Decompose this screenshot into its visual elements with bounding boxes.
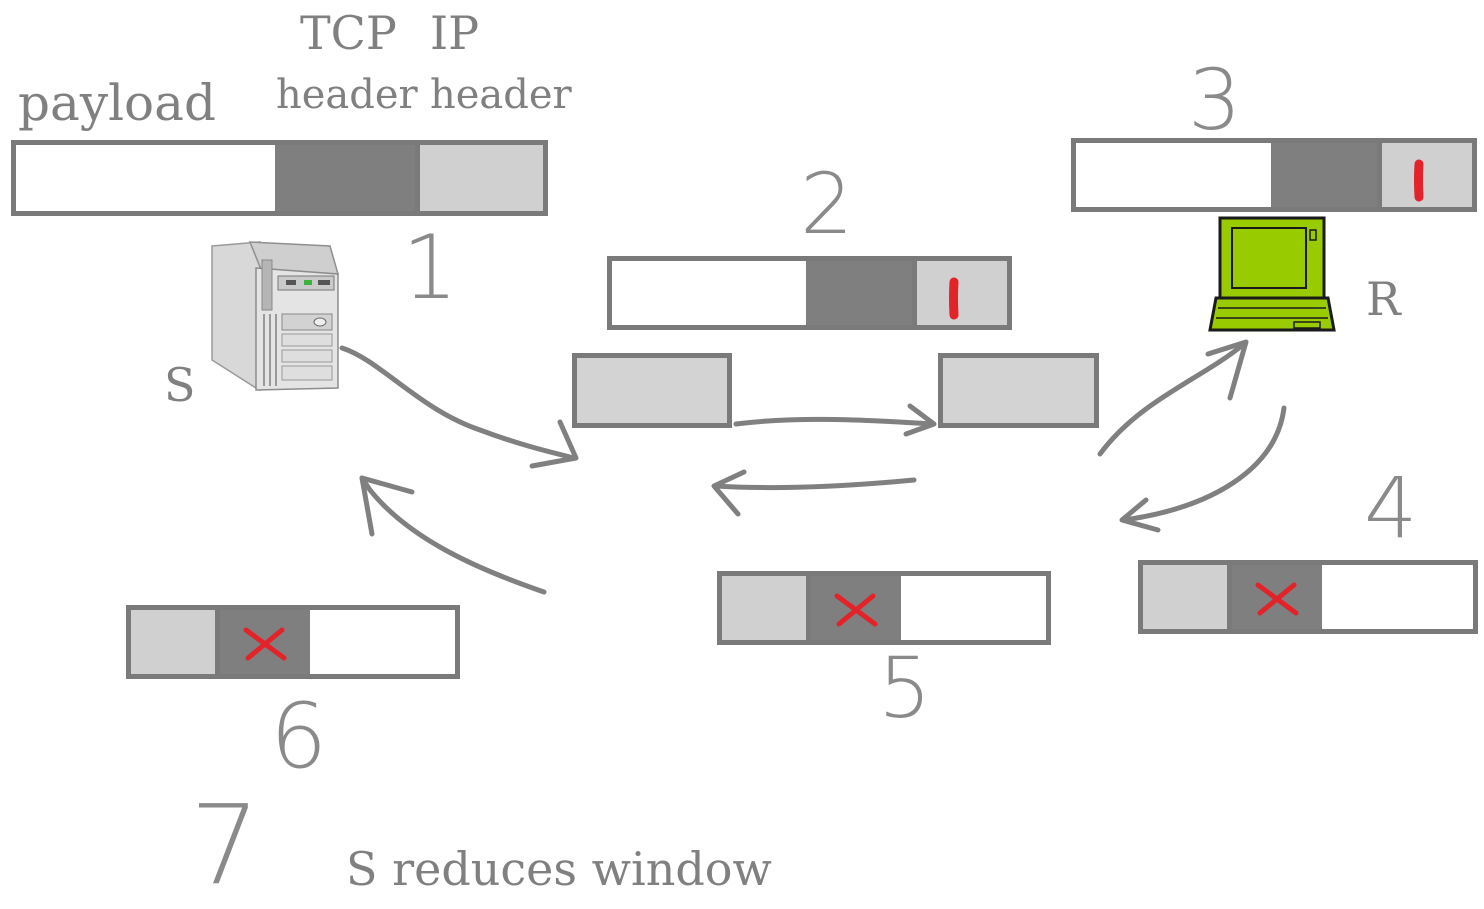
router-right [938, 353, 1099, 428]
packet-step-6 [126, 605, 460, 679]
tcp-header-segment [811, 576, 901, 640]
tcp-label-top: TCP [300, 6, 397, 60]
tcp-header-segment [1271, 143, 1377, 207]
step-4-number: 4 [1364, 459, 1418, 557]
ip-label-bottom: header [430, 72, 572, 118]
tcp-label-bottom: header [276, 72, 418, 118]
laptop-icon [1208, 216, 1336, 332]
cross-mark-icon [243, 627, 287, 661]
ip-label-top: IP [430, 6, 480, 60]
tcp-header-segment [806, 261, 912, 325]
sender-label: S [164, 358, 196, 412]
payload-segment [612, 261, 806, 325]
payload-segment [901, 576, 1046, 640]
ecn-mark-icon [1414, 159, 1424, 202]
ip-header-segment [415, 145, 543, 211]
tcp-header-segment [1232, 565, 1322, 629]
packet-step-2 [607, 256, 1012, 330]
step-5-number: 5 [878, 639, 932, 737]
cross-mark-icon [1255, 582, 1299, 616]
packet-step-3 [1071, 138, 1477, 212]
payload-segment [16, 145, 275, 211]
ip-header-segment [722, 576, 811, 640]
ip-header-segment [1143, 565, 1232, 629]
step-2-number: 2 [800, 155, 854, 253]
step7-description: S reduces window [346, 842, 772, 896]
payload-label: payload [18, 74, 216, 132]
cross-mark-icon [834, 593, 878, 627]
ip-header-segment [1377, 143, 1472, 207]
ip-header-segment [912, 261, 1007, 325]
packet-step-1 [11, 140, 548, 216]
step-7-number: 7 [190, 781, 260, 909]
tcp-header-segment [220, 610, 310, 674]
packet-step-4 [1138, 560, 1478, 634]
step-6-number: 6 [270, 684, 328, 789]
payload-segment [1322, 565, 1473, 629]
step-3-number: 3 [1188, 51, 1242, 149]
step-1-number: 1 [402, 216, 458, 319]
router-left [572, 353, 732, 428]
tcp-header-segment [275, 145, 415, 211]
ip-header-segment [131, 610, 220, 674]
payload-segment [310, 610, 455, 674]
packet-step-5 [717, 571, 1051, 645]
server-tower-icon [211, 241, 340, 392]
receiver-label: R [1366, 272, 1401, 326]
ecn-mark-icon [949, 277, 959, 320]
payload-segment [1076, 143, 1271, 207]
